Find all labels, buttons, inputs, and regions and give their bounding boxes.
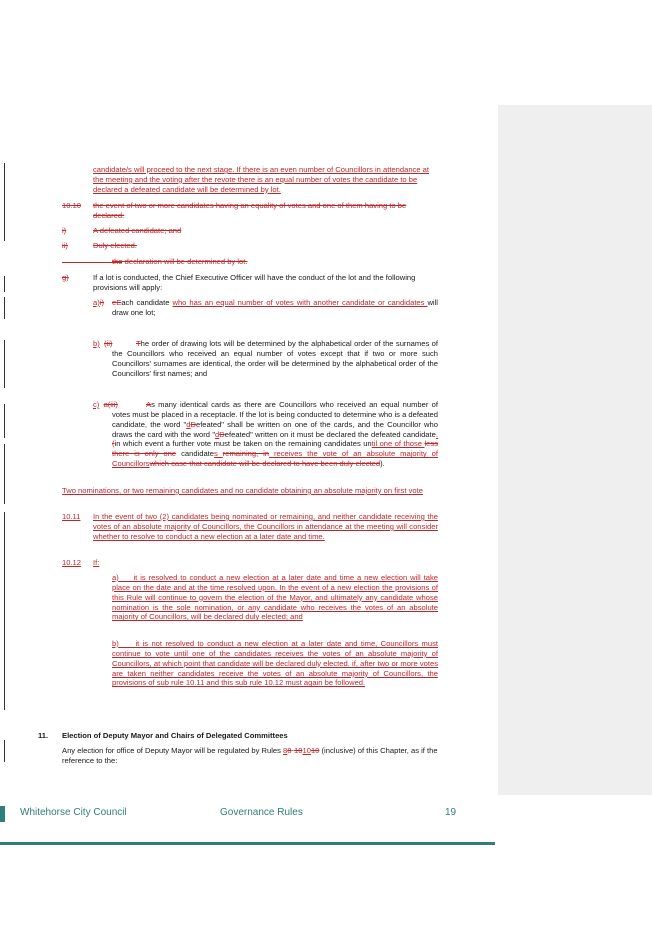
clause-number: 10.10 — [62, 201, 82, 210]
list-marker: ii) — [62, 241, 68, 250]
lot-provision-b: The order of drawing lots will be determ… — [112, 339, 438, 378]
deleted-text: A defeated candidate; and — [93, 226, 182, 235]
change-bar — [4, 404, 5, 438]
footer-organisation: Whitehorse City Council — [20, 807, 127, 818]
footer-rule — [0, 842, 495, 845]
tab-leader — [62, 262, 122, 263]
deleted-text: Duly elected. — [93, 241, 137, 250]
inserted-text: candidate/s will proceed to the next sta… — [93, 165, 430, 194]
list-marker: g) — [62, 273, 69, 282]
list-marker: i) — [62, 226, 67, 235]
change-bar — [4, 740, 5, 762]
deleted-text: the event of two or more candidates havi… — [93, 201, 407, 220]
list-item: A defeated candidate; and — [93, 226, 181, 236]
paragraph-deputy-mayor: Any election for office of Deputy Mayor … — [62, 746, 438, 765]
list-marker: b) (ii) — [93, 339, 113, 348]
page-number: 19 — [445, 807, 457, 818]
change-bar — [4, 512, 5, 710]
footer-accent — [0, 806, 5, 822]
clause-number: 10.11 — [62, 512, 81, 521]
footer-document-title: Governance Rules — [220, 807, 303, 818]
lot-provision-a: eEach candidate who has an equal number … — [112, 298, 438, 317]
clause-10-12: If: — [93, 558, 100, 567]
clause-10-12-b: b) it is not resolved to conduct a new e… — [112, 639, 438, 688]
subheading-two-nominations: Two nominations, or two remaining candid… — [62, 486, 423, 495]
list-item: Duly elected. — [93, 241, 137, 251]
list-marker: a)i) — [93, 298, 104, 307]
clause-10-10: the event of two or more candidates havi… — [93, 201, 438, 221]
deleted-text: the declaration will be determined by lo… — [112, 257, 248, 266]
lot-provision-c: As many identical cards as there are Cou… — [112, 400, 438, 469]
list-item: the declaration will be determined by lo… — [112, 257, 248, 267]
change-bar — [4, 163, 5, 241]
clause-10-11: In the event of two (2) candidates being… — [93, 512, 438, 541]
list-marker: c) a(iii) — [93, 400, 118, 409]
clause-number: 10.12 — [62, 558, 82, 567]
comment-margin-panel — [498, 105, 652, 795]
clause-10-12-a: a) it is resolved to conduct a new elect… — [112, 573, 438, 622]
change-bar — [4, 340, 5, 388]
change-bar — [4, 276, 5, 292]
paragraph-revote: candidate/s will proceed to the next sta… — [93, 165, 438, 195]
clause-lot-conduct: If a lot is conducted, the Chief Executi… — [93, 273, 438, 293]
section-heading: Election of Deputy Mayor and Chairs of D… — [62, 731, 288, 740]
section-number: 11. — [38, 731, 49, 740]
change-bar — [4, 297, 5, 319]
change-bar — [4, 444, 5, 504]
body-text: If a lot is conducted, the Chief Executi… — [93, 273, 416, 292]
